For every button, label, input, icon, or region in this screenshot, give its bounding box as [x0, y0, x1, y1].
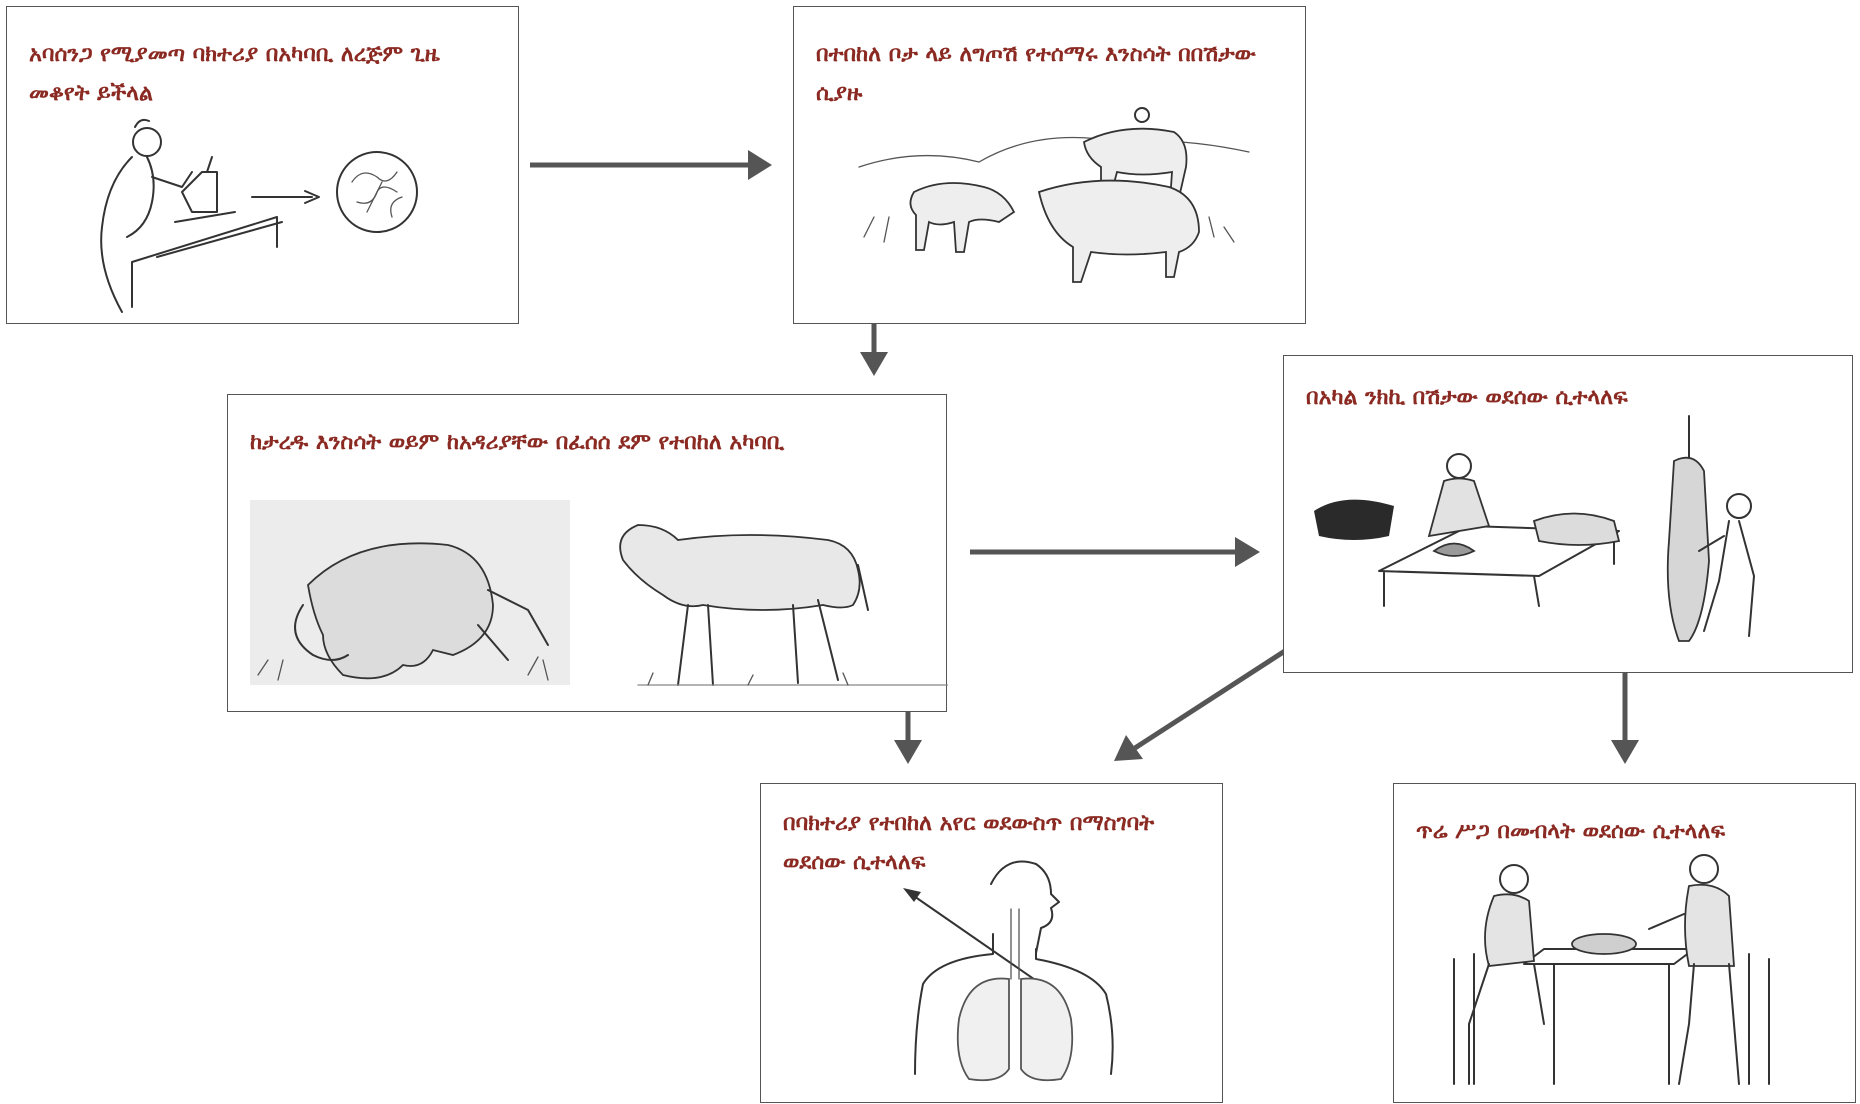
node-contact: በአካል ንክኪ በሽታው ወደሰው ሲተላለፍ [1283, 355, 1853, 673]
node-ingestion: ጥሬ ሥጋ በመብላት ወደሰው ሲተላለፍ [1393, 783, 1856, 1103]
arrow-contact-to-ingestion [1611, 660, 1639, 764]
people-eating-illustration [1394, 784, 1857, 1104]
node-dead-animals: ከታረዱ እንስሳት ወይም ከአዳሪያቸው በፈሰሰ ደም የተበከለ አካባ… [227, 394, 947, 712]
scientist-microscope-illustration [7, 7, 520, 325]
grazing-livestock-illustration [794, 7, 1307, 325]
arrow-dead-to-contact [970, 537, 1260, 567]
arrow-bacteria-to-grazing [530, 150, 772, 180]
node-inhalation: በባክተሪያ የተበከለ አየር ወደውስጥ በማስገባት ወደሰው ሲተላለፍ [760, 783, 1223, 1103]
arrow-contact-to-inhalation [1114, 638, 1305, 761]
human-lungs-illustration [761, 784, 1224, 1104]
node-bacteria-persist: አባሰንጋ የሚያመጣ ባክተሪያ በአካባቢ ለረጅም ጊዜ መቆየት ይችላ… [6, 6, 519, 324]
node-grazing-animals: በተበከለ ቦታ ላይ ለግጦሽ የተሰማሩ እንስሳት በበሽታው ሲያዙ [793, 6, 1306, 324]
butchering-illustration [1284, 356, 1854, 674]
dying-animals-illustration [228, 395, 948, 713]
